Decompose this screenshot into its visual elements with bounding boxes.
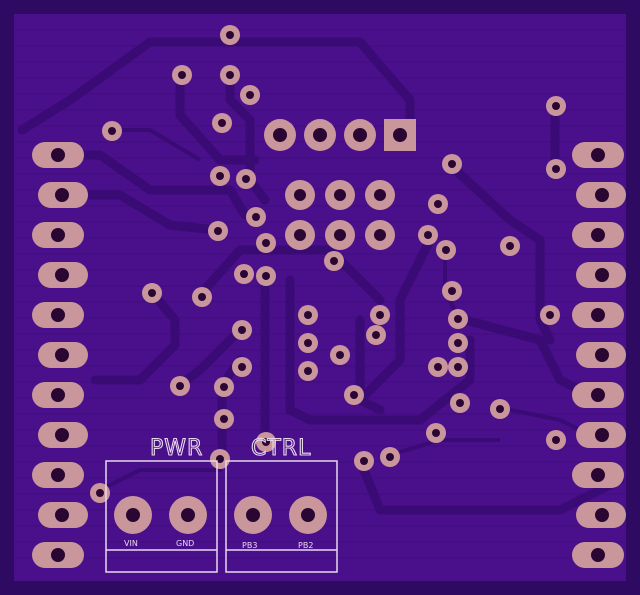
pb3-label: PB3	[242, 541, 257, 550]
vin-label: VIN	[124, 539, 138, 548]
board-fill	[14, 14, 626, 581]
isp-header	[285, 180, 395, 250]
gnd-label: GND	[176, 539, 194, 548]
copper-traces	[17, 37, 625, 515]
top-header	[264, 119, 416, 151]
ctrl-label: CTRL	[251, 436, 311, 461]
pwr-label: PWR	[150, 436, 203, 461]
vias	[90, 25, 566, 503]
ctrl-terminal: CTRL PB3 PB2	[225, 435, 338, 573]
pwr-terminal: PWR VIN GND	[105, 435, 218, 573]
left-header	[32, 142, 88, 568]
right-header	[572, 142, 626, 568]
pb2-label: PB2	[298, 541, 313, 550]
